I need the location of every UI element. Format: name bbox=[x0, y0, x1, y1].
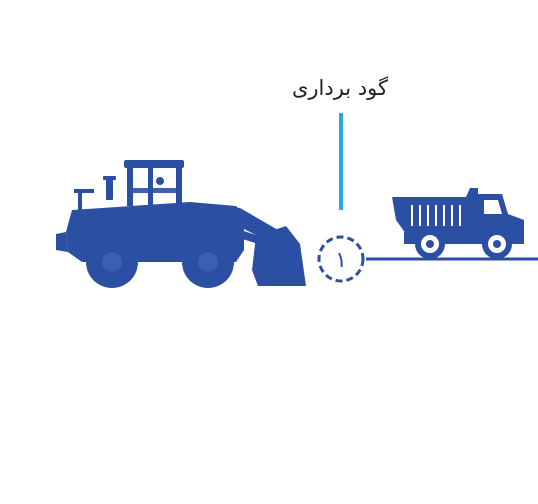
step-marker bbox=[317, 235, 365, 283]
dump-truck-icon bbox=[392, 188, 524, 259]
step-number: ۱ bbox=[335, 248, 347, 273]
step-label: گود برداری bbox=[291, 76, 389, 100]
wheel-loader-icon bbox=[56, 160, 306, 288]
